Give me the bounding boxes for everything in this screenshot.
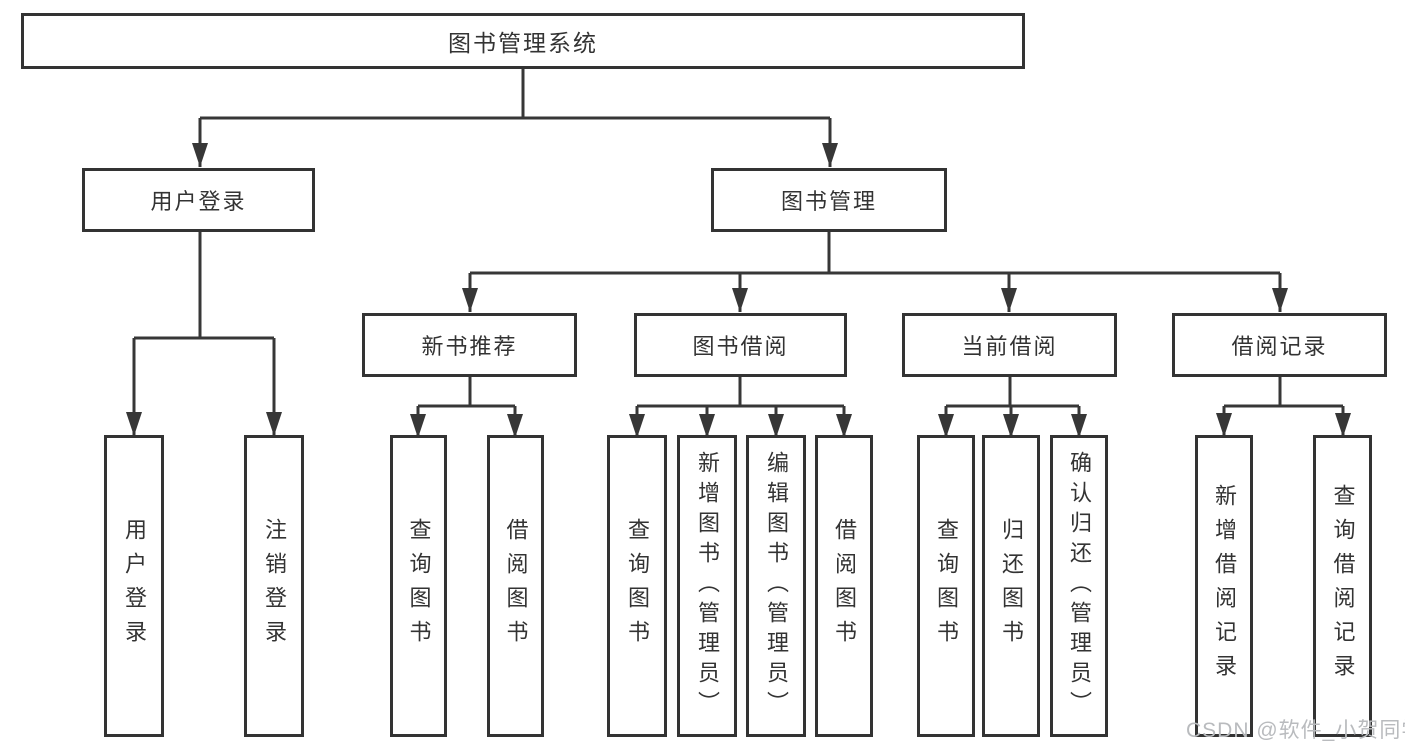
- node-label: 借阅图书: [832, 518, 857, 654]
- node-label: 编辑图书（管理员）: [764, 451, 789, 721]
- node-label: 注销登录: [262, 518, 287, 654]
- leaf-add-borrow-record: 新增借阅记录: [1195, 435, 1253, 737]
- leaf-logout: 注销登录: [244, 435, 304, 737]
- node-label: 确认归还（管理员）: [1067, 451, 1092, 721]
- node-label: 新增图书（管理员）: [695, 451, 720, 721]
- leaf-query-borrow-record: 查询借阅记录: [1313, 435, 1372, 737]
- node-book-borrow: 图书借阅: [634, 313, 847, 377]
- node-user-login: 用户登录: [82, 168, 315, 232]
- leaf-query-book-1: 查询图书: [390, 435, 447, 737]
- node-label: 用户登录: [150, 189, 247, 214]
- node-borrow-records: 借阅记录: [1172, 313, 1387, 377]
- leaf-query-book-3: 查询图书: [917, 435, 975, 737]
- node-label: 借阅记录: [1231, 334, 1328, 359]
- leaf-return-book: 归还图书: [982, 435, 1040, 737]
- node-label: 新书推荐: [421, 334, 518, 359]
- leaf-user-login: 用户登录: [104, 435, 164, 737]
- node-library-management-system: 图书管理系统: [21, 13, 1025, 69]
- node-label: 查询借阅记录: [1330, 484, 1356, 688]
- node-label: 查询图书: [406, 518, 432, 654]
- node-label: 图书管理: [780, 189, 877, 214]
- node-label: 查询图书: [934, 518, 959, 654]
- node-label: 用户登录: [122, 518, 147, 654]
- leaf-confirm-return-admin: 确认归还（管理员）: [1050, 435, 1108, 737]
- node-label: 图书管理系统: [448, 30, 598, 56]
- leaf-borrow-book-1: 借阅图书: [487, 435, 544, 737]
- node-label: 图书借阅: [692, 334, 789, 359]
- node-label: 借阅图书: [503, 518, 529, 654]
- leaf-borrow-book-2: 借阅图书: [815, 435, 873, 737]
- leaf-query-book-2: 查询图书: [607, 435, 667, 737]
- node-new-book-recommend: 新书推荐: [362, 313, 577, 377]
- leaf-edit-book-admin: 编辑图书（管理员）: [746, 435, 806, 737]
- node-label: 归还图书: [999, 518, 1024, 654]
- node-book-management: 图书管理: [711, 168, 947, 232]
- node-current-borrow: 当前借阅: [902, 313, 1117, 377]
- csdn-watermark: CSDN @软件_小贺同学: [1186, 719, 1405, 742]
- node-label: 查询图书: [625, 518, 650, 654]
- node-label: 新增借阅记录: [1212, 484, 1237, 688]
- node-label: 当前借阅: [961, 334, 1058, 359]
- leaf-add-book-admin: 新增图书（管理员）: [677, 435, 737, 737]
